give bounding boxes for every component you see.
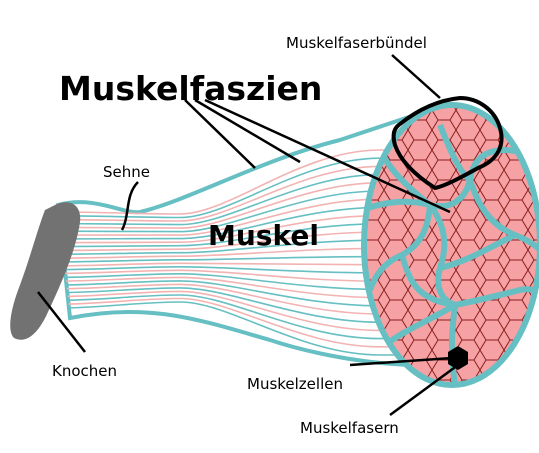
label-muskelzellen: Muskelzellen <box>247 375 343 393</box>
label-sehne: Sehne <box>103 163 150 181</box>
label-muskelfaszien: Muskelfaszien <box>59 69 322 108</box>
label-muskelfasern: Muskelfasern <box>300 419 399 437</box>
label-knochen: Knochen <box>52 362 117 380</box>
label-muskel: Muskel <box>208 219 319 252</box>
label-muskelfaserbuendel: Muskelfaserbündel <box>286 34 427 52</box>
